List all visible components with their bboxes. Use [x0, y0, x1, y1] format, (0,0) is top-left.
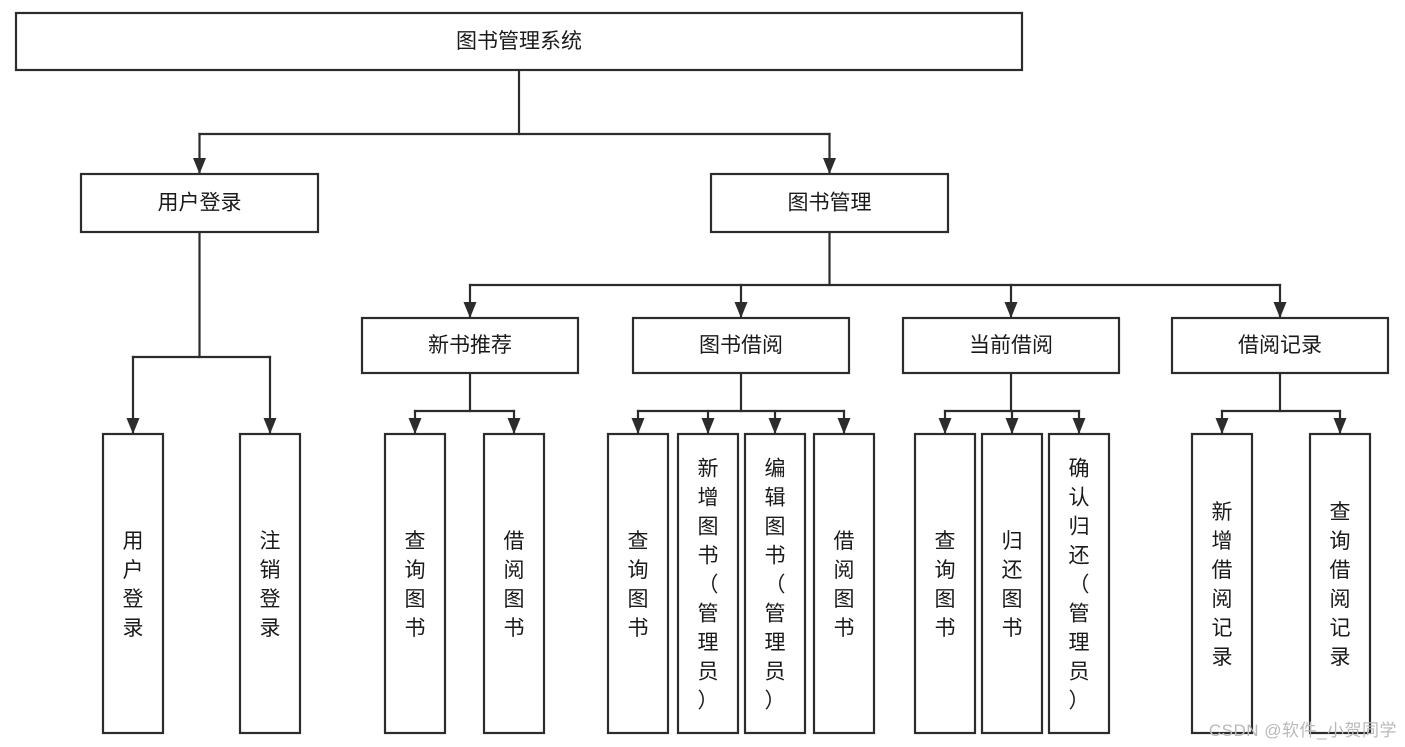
node-label: 确认归还（管理员）	[1069, 458, 1090, 713]
node-box[interactable]	[901, 316, 1121, 375]
arrow-head-icon	[193, 158, 206, 174]
node-box[interactable]	[383, 432, 447, 735]
node-box[interactable]	[238, 432, 302, 735]
arrow-head-icon	[734, 302, 748, 318]
node-label: 查询图书	[628, 530, 649, 640]
node-label: 查询图书	[405, 530, 426, 640]
arrow-head-icon	[837, 418, 851, 434]
node-leaf-add-book[interactable]: 新增图书（管理员）	[676, 432, 740, 735]
node-label: 查询图书	[935, 530, 956, 640]
node-leaf-return-book[interactable]: 归还图书	[980, 432, 1044, 735]
arrow-head-icon	[1072, 418, 1086, 434]
node-book-management[interactable]: 图书管理	[709, 172, 950, 234]
node-label: 用户登录	[158, 192, 242, 215]
node-leaf-edit-book[interactable]: 编辑图书（管理员）	[743, 432, 807, 735]
node-borrow-record[interactable]: 借阅记录	[1170, 316, 1390, 375]
node-leaf-query-borrow-record[interactable]: 查询借阅记录	[1308, 432, 1372, 735]
arrow-head-icon	[408, 418, 422, 434]
node-box[interactable]	[1047, 432, 1111, 735]
node-label: 借阅图书	[504, 530, 525, 640]
node-box[interactable]	[1170, 316, 1390, 375]
node-label: 当前借阅	[969, 334, 1053, 357]
node-label: 图书管理系统	[456, 30, 582, 53]
arrow-head-icon	[1005, 418, 1019, 434]
arrow-head-icon	[701, 418, 715, 434]
node-root[interactable]: 图书管理系统	[14, 11, 1024, 72]
node-user-login[interactable]: 用户登录	[79, 172, 320, 234]
node-layer: 图书管理系统用户登录图书管理新书推荐图书借阅当前借阅借阅记录用户登录注销登录查询…	[14, 11, 1390, 735]
node-label: 编辑图书（管理员）	[765, 458, 786, 713]
connector-layer	[126, 68, 1347, 436]
node-leaf-query-book-3[interactable]: 查询图书	[913, 432, 977, 735]
node-leaf-query-book-1[interactable]: 查询图书	[383, 432, 447, 735]
node-box[interactable]	[482, 432, 546, 735]
node-book-borrow[interactable]: 图书借阅	[631, 316, 851, 375]
node-leaf-query-book-2[interactable]: 查询图书	[606, 432, 670, 735]
node-label: 查询借阅记录	[1330, 501, 1351, 669]
node-label: 借阅记录	[1238, 334, 1322, 357]
node-box[interactable]	[360, 316, 580, 375]
node-leaf-logout[interactable]: 注销登录	[238, 432, 302, 735]
node-box[interactable]	[1190, 432, 1254, 735]
node-box[interactable]	[101, 432, 165, 735]
node-box[interactable]	[812, 432, 876, 735]
node-box[interactable]	[14, 11, 1024, 72]
arrow-head-icon	[1004, 302, 1018, 318]
arrow-head-icon	[768, 418, 782, 434]
arrow-head-icon	[938, 418, 952, 434]
node-label: 借阅图书	[834, 530, 855, 640]
node-label: 用户登录	[123, 530, 144, 640]
arrow-head-icon	[126, 418, 140, 434]
node-leaf-borrow-book-2[interactable]: 借阅图书	[812, 432, 876, 735]
node-box[interactable]	[743, 432, 807, 735]
node-label: 图书管理	[788, 192, 872, 215]
node-new-book-recommend[interactable]: 新书推荐	[360, 316, 580, 375]
csdn-watermark: CSDN @软件_小贺同学	[1208, 721, 1397, 740]
node-leaf-user-login[interactable]: 用户登录	[101, 432, 165, 735]
node-label: 归还图书	[1002, 530, 1023, 640]
node-box[interactable]	[79, 172, 320, 234]
arrow-head-icon	[1333, 418, 1347, 434]
arrow-head-icon	[507, 418, 521, 434]
node-leaf-add-borrow-record[interactable]: 新增借阅记录	[1190, 432, 1254, 735]
arrow-head-icon	[463, 302, 477, 318]
node-leaf-confirm-return[interactable]: 确认归还（管理员）	[1047, 432, 1111, 735]
node-box[interactable]	[709, 172, 950, 234]
node-label: 新增图书（管理员）	[698, 458, 719, 713]
arrow-head-icon	[263, 418, 277, 434]
node-box[interactable]	[913, 432, 977, 735]
node-box[interactable]	[980, 432, 1044, 735]
node-box[interactable]	[606, 432, 670, 735]
arrow-head-icon	[823, 158, 836, 174]
node-label: 新增借阅记录	[1212, 501, 1233, 669]
node-leaf-borrow-book-1[interactable]: 借阅图书	[482, 432, 546, 735]
node-box[interactable]	[676, 432, 740, 735]
node-label: 图书借阅	[699, 334, 783, 357]
node-current-borrow[interactable]: 当前借阅	[901, 316, 1121, 375]
arrow-head-icon	[631, 418, 645, 434]
node-box[interactable]	[1308, 432, 1372, 735]
node-box[interactable]	[631, 316, 851, 375]
node-label: 新书推荐	[428, 334, 512, 357]
arrow-head-icon	[1215, 418, 1229, 434]
arrow-head-icon	[1273, 302, 1287, 318]
node-label: 注销登录	[260, 530, 281, 640]
